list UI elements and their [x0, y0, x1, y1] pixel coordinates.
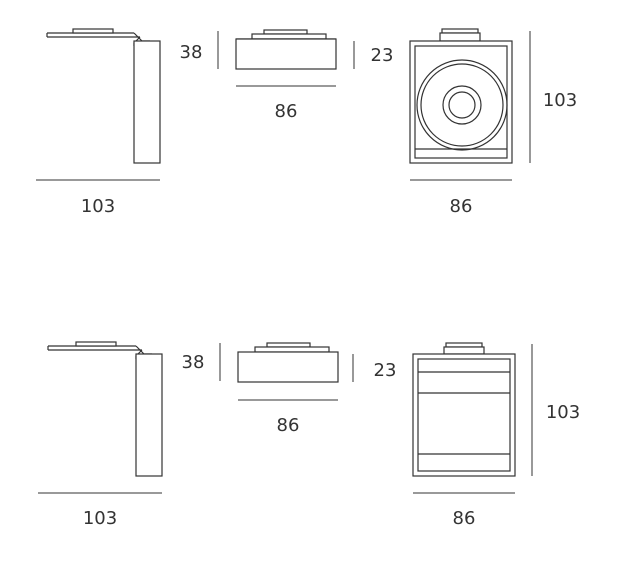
dimension-label-back-height: 23: [371, 45, 394, 66]
bottom-row-group: 103 38 86 23 103 86: [38, 341, 580, 529]
side-view-post: [135, 353, 163, 477]
dimension-label-back-width: 86: [453, 508, 476, 529]
side-view-bottom: 103: [38, 341, 163, 529]
dimension-label-back-width: 86: [450, 196, 473, 217]
back-view-bottom: 23 103 86: [352, 342, 580, 529]
back-view-body: [409, 40, 513, 164]
front-view-top: 38 86: [180, 29, 337, 122]
side-view-post: [133, 40, 161, 164]
dimension-label-back-depth: 103: [546, 402, 580, 423]
top-row-group: 103 38 86 23 103: [36, 28, 577, 217]
dimension-label-front-height: 38: [180, 42, 203, 63]
front-view-body: [237, 351, 339, 383]
back-view-top: 23 103 86: [353, 28, 577, 217]
front-view-body: [235, 38, 337, 70]
speaker-ring-inner: [442, 85, 482, 125]
back-view-body: [412, 353, 516, 477]
dimension-label-side-width: 103: [83, 508, 117, 529]
dimension-label-back-height: 23: [374, 360, 397, 381]
dimension-label-front-width: 86: [275, 101, 298, 122]
side-view-top: 103: [36, 28, 161, 217]
dimension-label-side-width: 103: [81, 196, 115, 217]
dimension-label-back-depth: 103: [543, 90, 577, 111]
dimension-label-front-height: 38: [182, 352, 205, 373]
front-view-bottom: 38 86: [182, 342, 339, 436]
dimension-label-front-width: 86: [277, 415, 300, 436]
speaker-ring-outer: [416, 59, 508, 151]
